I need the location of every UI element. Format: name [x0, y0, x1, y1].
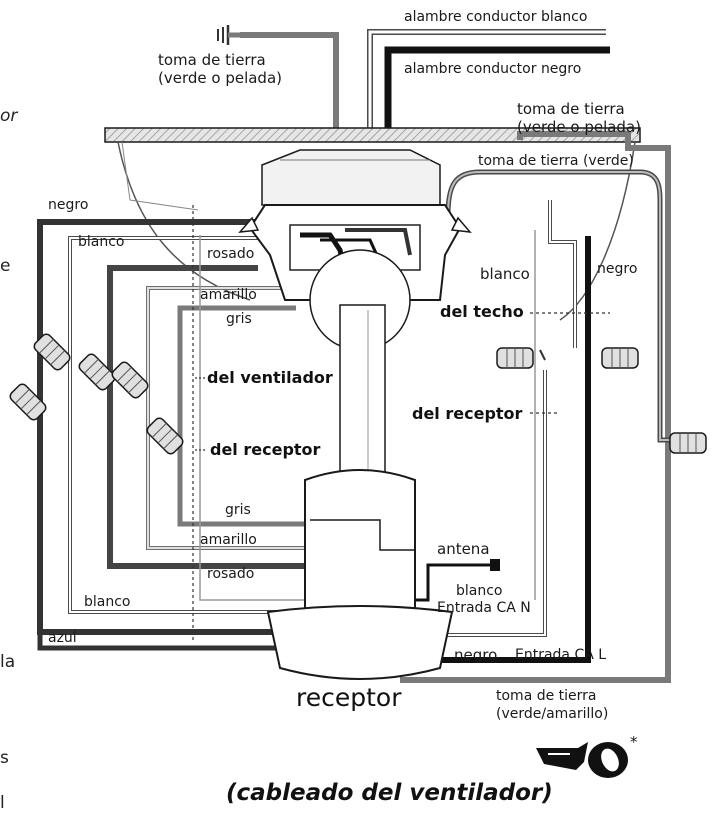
wire-nut-2 — [9, 383, 47, 421]
logo-asterisk: * — [630, 733, 638, 751]
wire-nut-5 — [146, 417, 184, 455]
wire-nut-8 — [669, 432, 707, 454]
black-right-wire — [440, 236, 591, 663]
wire-nut-7 — [601, 347, 639, 369]
ground-wire-top — [240, 32, 339, 128]
label-blanco-bottom: blanco — [84, 594, 131, 610]
label-ground-right-1: toma de tierra — [517, 100, 625, 118]
wire-nut-6 — [496, 347, 534, 369]
label-blanco-center: blanco — [480, 265, 530, 283]
blue-wire — [37, 632, 330, 651]
label-black-conductor: alambre conductor negro — [404, 61, 582, 77]
label-rosado-bottom: rosado — [207, 566, 255, 582]
wire-nut-3 — [78, 353, 116, 391]
ground-wire-right — [400, 131, 671, 683]
figure-caption: (cableado del ventilador) — [226, 780, 553, 806]
label-ground-bottom-2: (verde/amarillo) — [496, 706, 609, 722]
label-del-receptor-left: del receptor — [210, 440, 321, 459]
label-ground-top-2: (verde o pelada) — [158, 69, 282, 87]
label-blanco-ac-2: Entrada CA N — [437, 600, 531, 616]
label-gris-top: gris — [226, 311, 252, 327]
label-entrada-ca-l: Entrada CA L — [515, 647, 607, 663]
wire-nut-1 — [33, 333, 71, 371]
label-del-techo: del techo — [440, 302, 524, 321]
gris-wire — [177, 305, 305, 527]
label-rosado-top: rosado — [207, 246, 255, 262]
label-negro-ac: negro — [454, 646, 498, 664]
label-gris-bottom: gris — [225, 502, 251, 518]
brand-logo-icon — [536, 742, 628, 778]
label-blanco-ac-1: blanco — [456, 583, 503, 599]
edge-fragment-e: e — [0, 256, 11, 276]
label-amarillo-top: amarillo — [200, 287, 257, 303]
ground-symbol-icon — [217, 25, 240, 45]
edge-fragment-s: s — [0, 748, 9, 768]
label-negro-right: negro — [597, 261, 638, 277]
mounting-bracket — [261, 149, 441, 206]
label-amarillo-bottom: amarillo — [200, 532, 257, 548]
label-antena: antena — [437, 540, 490, 558]
negro-wire — [37, 219, 330, 635]
receiver-body — [304, 469, 416, 631]
label-del-receptor-right: del receptor — [412, 404, 523, 423]
downrod — [339, 304, 386, 476]
edge-fragment-or: or — [0, 106, 18, 126]
black-conductor-wire — [384, 46, 610, 128]
label-white-conductor: alambre conductor blanco — [404, 9, 588, 25]
label-blanco-left: blanco — [78, 234, 125, 250]
edge-fragment-la: la — [0, 652, 16, 672]
antenna-wire — [415, 563, 492, 602]
wire-nut-4 — [111, 361, 149, 399]
label-del-ventilador: del ventilador — [207, 368, 333, 387]
label-ground-right-2: (verde o pelada) — [517, 118, 641, 136]
rosado-wire — [107, 265, 305, 569]
white-conductor-inner — [368, 30, 606, 128]
label-azul: azul — [48, 630, 77, 646]
label-ground-green: toma de tierra (verde) — [478, 153, 634, 169]
label-receptor: receptor — [296, 683, 402, 712]
antenna-tip — [490, 559, 500, 571]
ceiling-plate — [104, 127, 641, 143]
label-ground-top-1: toma de tierra — [158, 51, 266, 69]
white-ceiling-wire — [548, 200, 577, 348]
edge-fragment-l: l — [0, 793, 5, 813]
label-ground-bottom-1: toma de tierra — [496, 688, 597, 704]
receiver-base — [266, 605, 454, 680]
label-negro-left: negro — [48, 197, 89, 213]
